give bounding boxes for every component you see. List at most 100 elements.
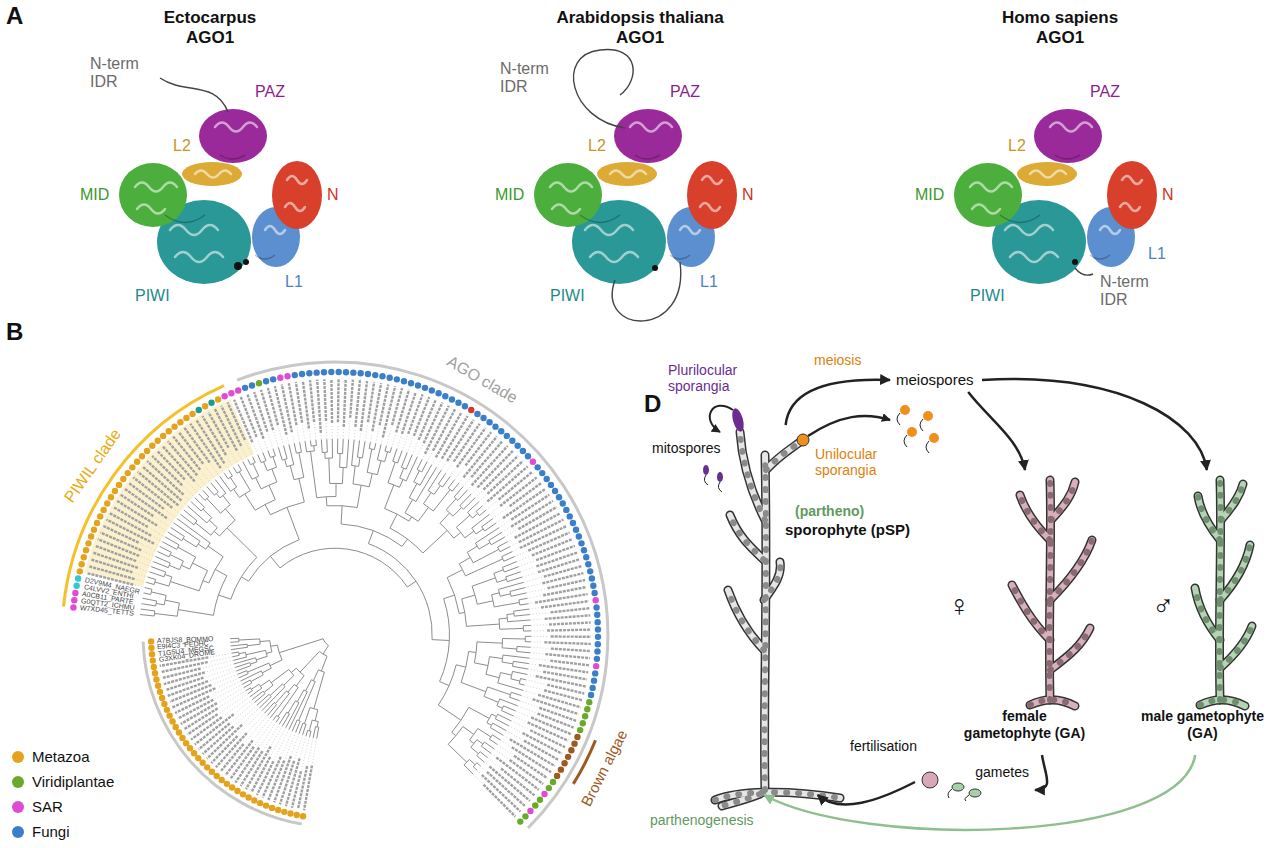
taxon-dot xyxy=(415,382,421,388)
idr-loop xyxy=(160,50,1093,321)
legend-swatch xyxy=(12,751,24,763)
tree-branch xyxy=(517,556,530,561)
tree-branch xyxy=(519,561,535,567)
taxon-dot xyxy=(75,575,81,581)
tree-branch xyxy=(321,439,323,452)
tree-branch xyxy=(230,638,239,639)
taxon-dot xyxy=(429,387,435,393)
taxon-dot xyxy=(527,808,533,814)
tree-branch xyxy=(531,641,543,642)
tree-branch xyxy=(266,652,272,653)
taxon-dot xyxy=(588,692,594,698)
taxon-dot xyxy=(134,459,140,465)
tree-branch xyxy=(385,446,386,451)
taxon-dot xyxy=(498,428,504,434)
tree-branch xyxy=(199,723,230,749)
tree-branch xyxy=(549,622,591,624)
tree-branch xyxy=(473,513,478,517)
tree-branch xyxy=(239,472,250,491)
tree-branch xyxy=(253,464,259,476)
taxon-dot xyxy=(594,612,600,618)
tree-branch xyxy=(349,420,350,440)
taxon-dot xyxy=(581,547,587,553)
taxon-dot xyxy=(435,390,441,396)
tree-branch xyxy=(246,650,266,654)
tree-branch xyxy=(492,714,497,716)
tree-branch xyxy=(495,719,508,726)
tree-branch xyxy=(545,615,591,619)
tree-branch xyxy=(469,759,475,764)
tree-branch xyxy=(134,573,147,577)
taxon-dot xyxy=(172,724,178,730)
tree-branch xyxy=(160,547,171,553)
tree-branch xyxy=(165,600,179,603)
tree-branch xyxy=(309,430,310,440)
tree-branch xyxy=(484,785,516,817)
tree-branch xyxy=(174,509,181,514)
tree-branch xyxy=(228,403,245,440)
taxon-dot xyxy=(522,813,528,819)
panel-letter: B xyxy=(6,318,23,346)
tree-branch xyxy=(169,565,179,569)
tree-branch xyxy=(402,392,416,434)
taxon-dot xyxy=(449,396,455,402)
tree-branch xyxy=(377,444,381,459)
tree-branch xyxy=(210,671,236,681)
tree-branch xyxy=(459,479,462,483)
tree-branch xyxy=(253,457,255,462)
tree-branch xyxy=(473,549,499,562)
tree-branch xyxy=(196,420,224,464)
tree-branch xyxy=(232,655,239,656)
tree-branch xyxy=(502,648,517,649)
clade-arc xyxy=(64,386,225,607)
tree-branch xyxy=(502,528,510,533)
taxon-dot xyxy=(161,701,167,707)
tree-branch xyxy=(203,509,212,517)
tree-branch xyxy=(530,619,542,621)
taxon-dot xyxy=(299,371,305,377)
taxon-dot xyxy=(589,575,595,581)
taxon-dot xyxy=(166,428,172,434)
tree-branch xyxy=(209,520,217,527)
clade-label: AGO clade xyxy=(444,352,521,407)
tree-branch xyxy=(440,681,449,685)
tree-branch xyxy=(422,462,427,472)
tree-branch xyxy=(528,596,542,599)
tree-branch xyxy=(469,651,476,653)
taxon-dot xyxy=(152,670,158,676)
tree-branch xyxy=(417,459,422,469)
tree-branch xyxy=(521,696,530,699)
tree-branch xyxy=(224,473,228,479)
tree-branch xyxy=(184,510,197,521)
protein-structure xyxy=(534,109,737,284)
tree-branch xyxy=(418,507,428,521)
tree-branch xyxy=(166,510,178,519)
tree-branch xyxy=(504,567,518,572)
taxon-dot xyxy=(151,664,157,670)
figure-label: MID xyxy=(495,186,524,204)
tree-branch xyxy=(274,432,279,447)
taxon-dot xyxy=(530,459,536,465)
taxon-dot xyxy=(343,369,349,375)
tree-branch xyxy=(214,531,219,536)
tree-branch xyxy=(169,519,175,523)
tree-branch xyxy=(289,444,294,464)
edge-label: meiosis xyxy=(812,352,863,369)
tree-branch xyxy=(454,487,463,497)
tree-branch xyxy=(251,684,259,689)
tree-branch xyxy=(230,477,236,487)
tree-branch xyxy=(383,386,395,437)
taxon-dot xyxy=(492,423,498,429)
tree-branch xyxy=(144,593,151,595)
tree-branch xyxy=(306,680,312,691)
tree-branch xyxy=(264,724,280,749)
tree-branch xyxy=(497,579,506,582)
tree-branch xyxy=(353,466,355,484)
tree-branch xyxy=(412,442,418,455)
tree-branch xyxy=(473,774,482,783)
panel-letter: D xyxy=(644,390,661,418)
tree-branch xyxy=(270,556,280,568)
taxon-dot xyxy=(589,685,595,691)
tree-branch xyxy=(162,446,194,481)
taxon-dot xyxy=(532,802,538,808)
